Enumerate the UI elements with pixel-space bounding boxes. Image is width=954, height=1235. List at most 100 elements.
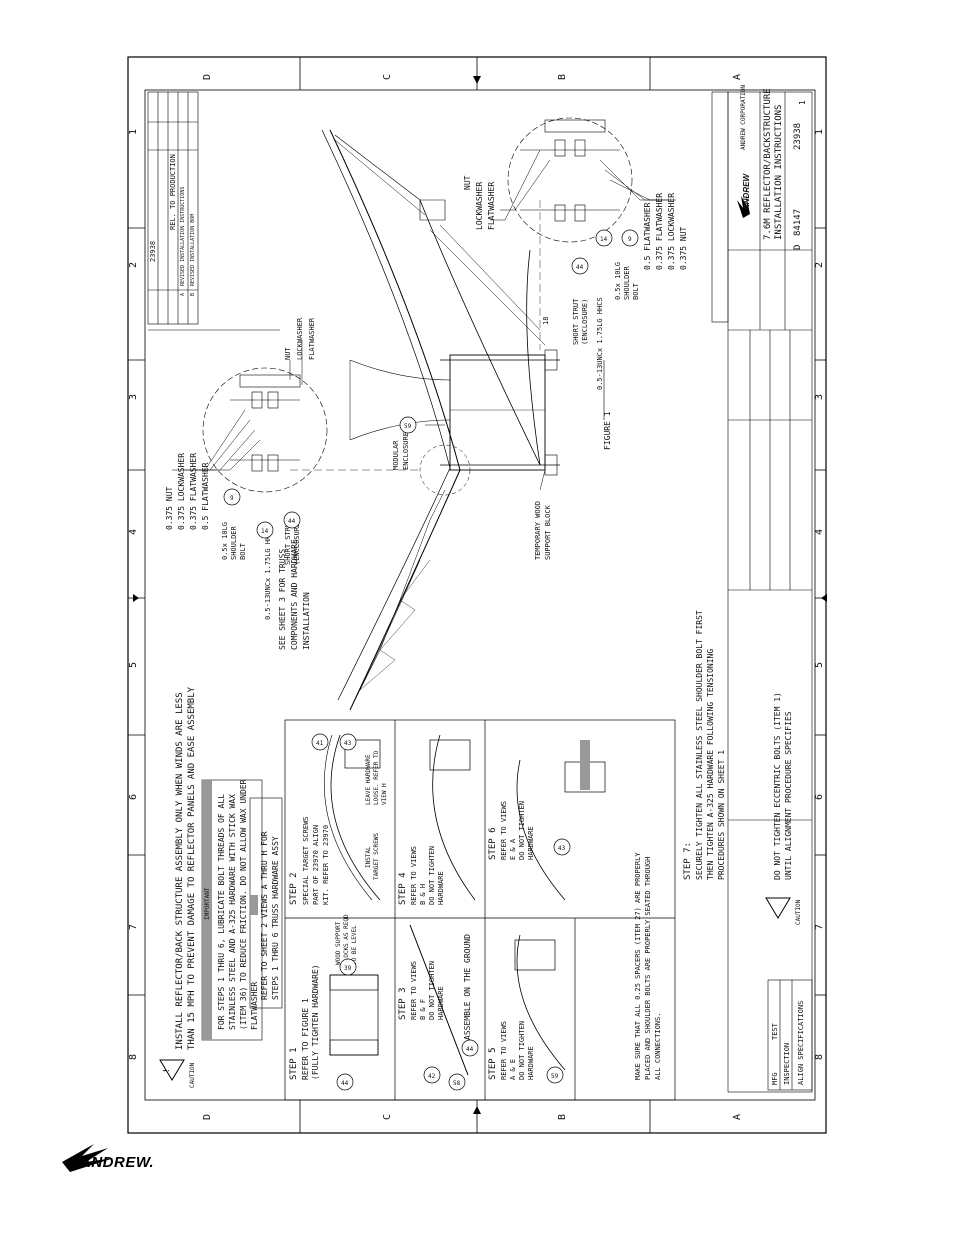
spec-mfg-val: TEST: [771, 1022, 779, 1040]
balloon-43-b: 43: [558, 845, 566, 852]
note-band: [250, 895, 258, 915]
zone-number-right-3: 3: [814, 394, 825, 400]
step2-enclosure: [344, 739, 381, 769]
spec-align: ALIGN SPECIFICATIONS: [797, 1001, 805, 1085]
label-lockwasher-right: LOCKWASHER: [475, 182, 484, 230]
see-sheet-line2: COMPONENTS AND HARDWARE: [290, 539, 299, 650]
centering-arrow-bottom-icon: [473, 1106, 481, 1114]
wax-note-line4: FLATWASHER: [250, 982, 259, 1030]
step2-title: STEP 2: [289, 872, 299, 905]
balloon-44-c: 44: [341, 1080, 349, 1087]
step2-body-3: KIT. REFER TO 23970: [322, 825, 330, 905]
label-short-strut-1: SHORT STRUT: [284, 518, 292, 565]
step4-body-4: HARDWARE: [437, 871, 445, 905]
label-nut-0375: 0.375 NUT: [165, 486, 174, 530]
spacer-note-band: [580, 740, 590, 790]
zone-number-left-8: 8: [128, 1054, 139, 1060]
label-shoulder-r1: 0.5x 10LG: [614, 262, 622, 300]
balloon-14-a: 14: [261, 528, 269, 535]
zone-number-left-4: 4: [128, 529, 139, 535]
step6-body-4: HARDWARE: [527, 826, 535, 860]
label-flatwasher-05-r: 0.5 FLATWASHER: [643, 202, 652, 270]
title-dwg-no: 84147: [793, 209, 803, 236]
specs-block: [767, 979, 813, 1091]
wood-blocks-callout-1: WOOD SUPPORT: [335, 921, 342, 965]
zone-letter-top-a: A: [732, 74, 743, 80]
step2-body-1: SPECIAL TARGET SCREWS: [302, 816, 310, 905]
step4-title: STEP 4: [398, 872, 408, 905]
revision-2-rev: A: [180, 293, 186, 296]
balloon-41: 41: [316, 740, 324, 747]
revision-block: [147, 91, 199, 325]
label-short-strut-2: (ENCLOSURE): [293, 519, 301, 565]
step4-body-3: DO NOT TIGHTEN: [428, 846, 436, 905]
revision-2-desc: REVISED INSTALLATION INSTRUCTIONS: [180, 187, 186, 286]
zone-number-right-8: 8: [814, 1054, 825, 1060]
zone-letter-top-d: D: [202, 74, 213, 80]
label-shoulder-bolt-2: SHOULDER: [230, 525, 238, 560]
step4-body-1: REFER TO VIEWS: [410, 846, 418, 905]
title-company: ANDREW CORPORATION: [740, 85, 747, 150]
detail-left-hardware: [230, 374, 301, 472]
step5-title: STEP 5: [488, 1047, 498, 1080]
caution-icon-mark: !: [162, 1068, 171, 1073]
balloon-58: 58: [453, 1080, 461, 1087]
balloon-59-b: 59: [551, 1073, 559, 1080]
centering-arrow-left-icon: [133, 594, 139, 602]
label-lockwasher-0375: 0.375 LOCKWASHER: [177, 453, 186, 530]
label-hhcs-right: 0.5-13UNCx 1.75LG HHCS: [596, 297, 604, 390]
temp-block-2: SUPPORT BLOCK: [544, 504, 552, 560]
spacer-note-line2: PLACED AND SHOULDER BOLTS ARE PROPERLY S…: [644, 857, 652, 1080]
assemble-ground-callout: ASSEMBLE ON THE GROUND: [463, 934, 472, 1040]
detail-circle-right: [507, 117, 633, 243]
wood-blocks-callout-3: TO BE LEVEL: [351, 925, 358, 965]
modular-enclosure-2: ENCLOSURE: [402, 432, 410, 470]
label-flatwasher-0375: 0.375 FLATWASHER: [189, 453, 198, 530]
spec-inspection: INSPECTION: [783, 1043, 791, 1085]
centering-arrow-top-icon: [473, 76, 481, 84]
step7-line1: STEP 7:: [683, 842, 693, 880]
label-hhcs: 0.5-13UNCx 1.75LG HHCS: [264, 527, 272, 620]
wax-note-line2: STAINLESS STEEL AND A-325 HARDWARE WITH …: [228, 794, 237, 1030]
zone-number-right-5: 5: [814, 662, 825, 668]
balloon-42: 42: [428, 1073, 436, 1080]
leave-hardware-callout-2: LOOSE. REFER TO: [373, 750, 380, 805]
label-nut-0375-r: 0.375 NUT: [679, 226, 688, 270]
caution-triangle-icon: [159, 1059, 185, 1081]
zone-letter-bottom-a: A: [732, 1114, 743, 1120]
step5-body-4: HARDWARE: [527, 1046, 535, 1080]
revision-3-rev: B: [190, 293, 196, 296]
step5-body-1: REFER TO VIEWS: [500, 1021, 508, 1080]
caution-label: CAUTION: [189, 1062, 196, 1088]
step7-line4: PROCEDURES SHOWN ON SHEET 1: [717, 750, 726, 880]
temp-block-1: TEMPORARY WOOD: [534, 501, 542, 560]
modular-enclosure-1: MODULAR: [392, 440, 400, 470]
title-line1: 7.6M REFLECTOR/BACKSTRUCTURE: [763, 88, 773, 240]
step6-title: STEP 6: [488, 827, 498, 860]
label-flatwasher-0375-r: 0.375 FLATWASHER: [655, 193, 664, 270]
steps-grid: [284, 719, 676, 1101]
step4-enclosure: [429, 739, 471, 771]
balloon-39: 39: [344, 965, 352, 972]
zone-number-left-3: 3: [128, 394, 139, 400]
step6-body-3: DO NOT TIGHTEN: [518, 801, 526, 860]
wax-note-line1: FOR STEPS 1 THRU 6, LUBRICATE BOLT THREA…: [217, 794, 226, 1030]
item-balloons: [223, 229, 639, 1091]
title-sheet: 1: [798, 100, 807, 105]
zone-letter-top-c: C: [382, 74, 393, 80]
label-flatwasher-left: FLATWASHER: [308, 317, 316, 360]
andrew-swoosh-icon: [62, 1144, 114, 1172]
install-target-callout-1: INSTAL: [365, 846, 372, 868]
label-short-strut-r1: SHORT STRUT: [572, 298, 580, 345]
centering-arrow-right-icon: [821, 594, 827, 602]
refer-note-line1: REFER TO SHEET 2 VIEWS A THRU H FOR: [260, 831, 269, 1000]
step1-body-2: (FULLY TIGHTEN HARDWARE): [311, 964, 320, 1080]
zone-number-left-2: 2: [128, 262, 139, 268]
step7-line2: SECURELY TIGHTEN ALL STAINLESS STEEL SHO…: [695, 610, 704, 880]
zone-number-right-7: 7: [814, 924, 825, 930]
label-shoulder-r3: BOLT: [632, 282, 640, 300]
step4-arc: [432, 734, 476, 901]
zone-number-left-7: 7: [128, 924, 139, 930]
label-short-strut-r2: (ENCLOSURE): [581, 299, 589, 345]
step1-title: STEP 1: [289, 1047, 299, 1080]
